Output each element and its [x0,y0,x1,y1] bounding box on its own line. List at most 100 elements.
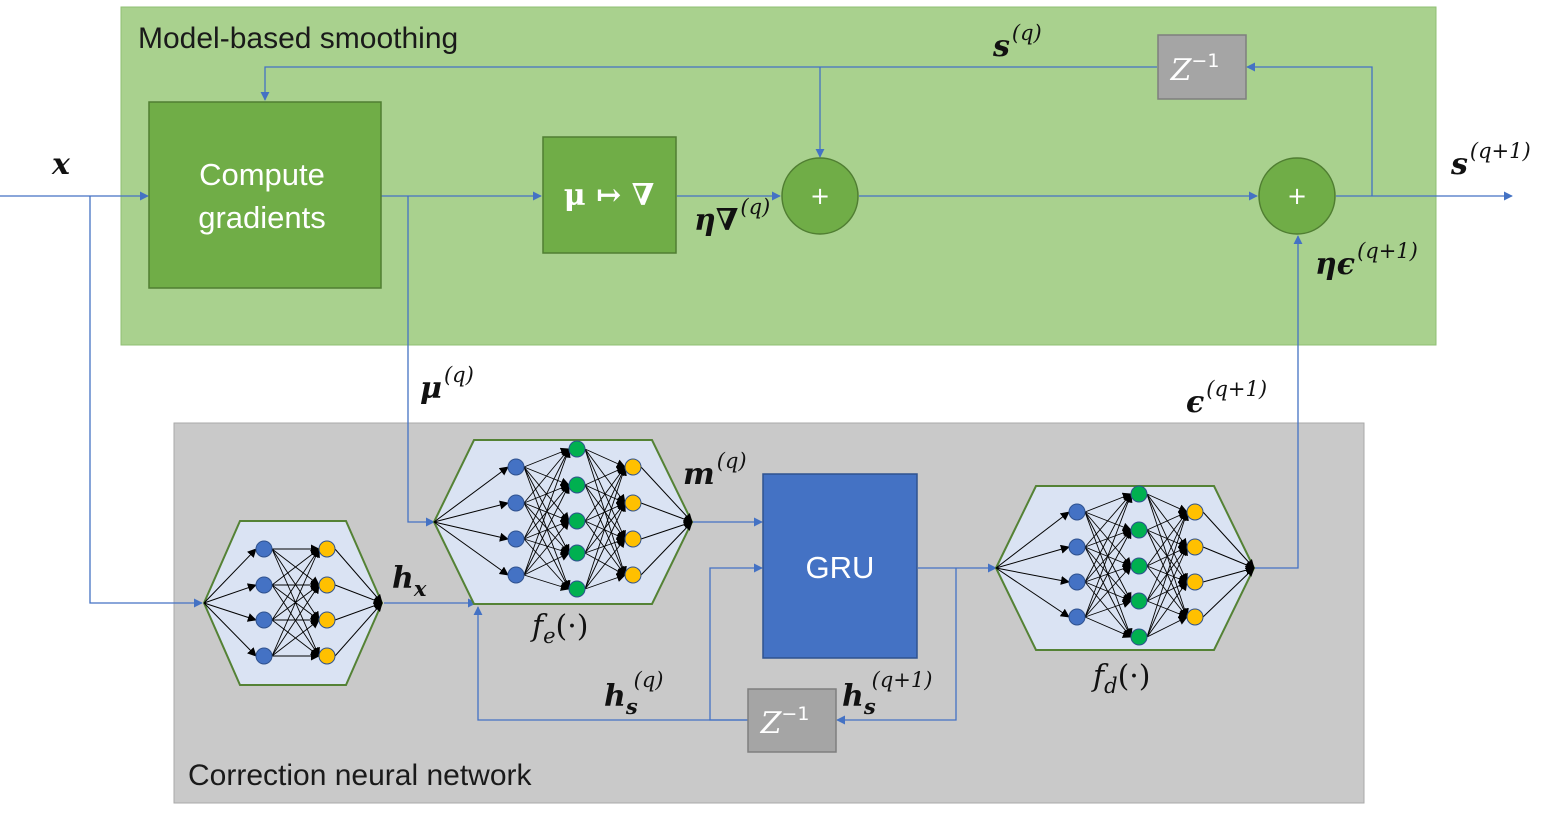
network-edge [523,502,570,554]
network-edge [995,567,1070,618]
network-node [1130,628,1148,646]
network-edge [995,511,1070,569]
network-edge [523,574,570,591]
network-edge [1084,565,1132,618]
network-node [568,476,586,494]
network-edge [271,619,320,657]
network-edge [584,573,626,590]
network-edge [433,521,509,576]
network-node [568,440,586,458]
network-edge [203,602,257,657]
network-edge [523,448,571,576]
network-edge [584,538,626,590]
label-eps: ϵ(q+1) [1186,377,1267,420]
sum-node-1-plus: + [810,182,830,210]
compute-gradients-line2: gradients [198,200,326,235]
network-edge [203,548,257,604]
network-edge [1084,529,1132,618]
network-edge [584,502,626,590]
network-edge [584,448,626,468]
network-edge [523,538,570,555]
network-node [507,530,525,548]
smoothing-module-label: Model-based smoothing [138,22,458,55]
label-mu-q: μ(q) [420,363,474,406]
delay-block-top [1157,34,1247,100]
nn-fe-encoder [432,439,694,605]
network-edge [523,520,570,576]
network-edge [1146,511,1188,602]
network-edge [523,448,570,540]
network-edge [1146,493,1188,583]
label-h-s-next: hs(q+1) [842,668,932,719]
network-node [624,566,642,584]
network-node [1130,521,1148,539]
label-h-x: hx [392,561,427,601]
network-edge [1084,493,1132,583]
network-hexagon [202,520,384,686]
network-edge [271,584,320,657]
compute-gradients-line1: Compute [199,157,325,192]
label-h-s-q: hs(q) [604,668,663,719]
network-node [1130,485,1148,503]
label-eta-grad: η∇(q) [694,195,770,238]
network-edge [584,520,626,540]
network-node [1130,557,1148,575]
network-node [507,494,525,512]
network-edge [1146,493,1188,513]
network-edge [334,602,383,657]
network-node [1068,538,1086,556]
network-node [1186,538,1204,556]
network-edge [334,548,383,604]
network-node [568,512,586,530]
delay-bottom-label: Z−1 [760,703,810,741]
network-node [1068,608,1086,626]
network-edge [203,602,257,622]
network-edge [584,520,626,576]
network-edge [1146,546,1188,638]
mu-to-grad-block [542,136,677,254]
nn-hx-encoder [202,520,384,686]
network-edge [584,466,626,554]
network-node [568,544,586,562]
sum-node-2 [1258,157,1336,235]
gru-label: GRU [806,550,875,585]
nn-fd-decoder [994,485,1256,651]
label-x: x [51,147,71,182]
wires [0,62,1513,725]
delay-block-bottom [747,688,837,753]
network-edge [1084,599,1132,618]
mu-to-grad-label: μ ↦ ∇ [564,178,655,213]
network-node [624,530,642,548]
network-edge [433,521,509,542]
network-edge [1146,616,1188,638]
label-eta-eps: ηϵ(q+1) [1315,239,1418,282]
sum-node-1 [781,157,859,235]
network-edge [1146,493,1188,548]
network-edge [433,466,509,523]
network-edge [1146,511,1189,638]
network-edge [433,500,509,523]
compute-gradients-block [148,101,382,289]
network-node [507,458,525,476]
network-node [1186,573,1204,591]
network-node [624,494,642,512]
network-edge [1202,567,1255,618]
network-node [318,540,336,558]
network-edge [271,548,320,621]
network-node [255,576,273,594]
network-node [1130,592,1148,610]
correction-module-label: Correction neural network [188,759,532,792]
network-edge [1084,493,1133,618]
network-node [507,566,525,584]
network-edge [1202,511,1255,569]
network-edge [523,484,570,576]
label-f-d: fd(·) [1091,659,1151,698]
network-edge [271,548,320,657]
network-node [1068,573,1086,591]
network-node [318,576,336,594]
network-edge [995,544,1070,569]
network-edge [334,584,383,605]
network-edge [1084,581,1132,638]
network-node [568,580,586,598]
